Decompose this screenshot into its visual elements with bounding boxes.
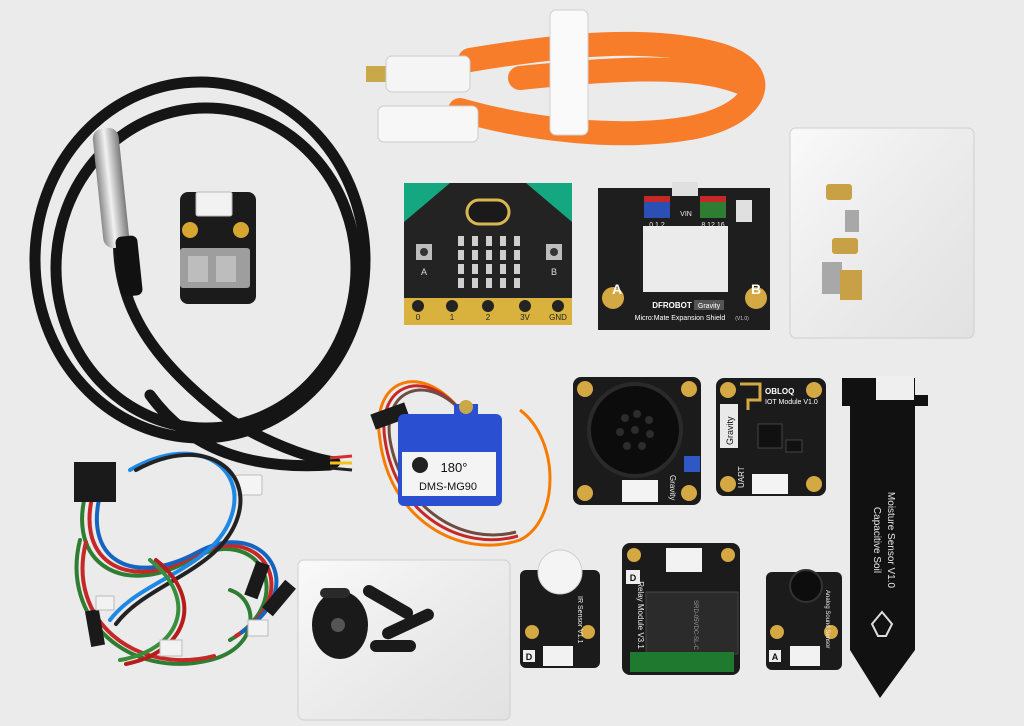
shield-brand-tag: Gravity — [698, 303, 721, 310]
shield-pins-left: 0 1 2 — [649, 222, 665, 229]
usb-connector-a — [377, 105, 479, 143]
steel-probe-tip — [92, 127, 130, 249]
microbit-button-a-label: A — [421, 267, 427, 277]
probe-heatshrink — [115, 235, 143, 297]
dupont-connectors — [74, 462, 296, 647]
pir-label: IR Sensor V1.1 — [576, 596, 583, 644]
iot-module: OBLOQ IOT Module V1.0 Gravity UART — [716, 378, 826, 496]
shield-version: (V1.0) — [735, 316, 749, 322]
relay-label: Relay Module V3.1 — [636, 581, 645, 649]
led-matrix — [458, 236, 520, 288]
probe-wire-ends — [329, 454, 353, 472]
servo-model: DMS-MG90 — [419, 481, 477, 493]
microbit-board: A B 0 1 2 3V GND — [404, 183, 572, 325]
relay-body — [645, 591, 739, 655]
relay-pin-tag: D — [630, 573, 637, 583]
servo-connector — [370, 402, 410, 430]
pin-label-1: 1 — [450, 313, 455, 322]
pin-label-3v: 3V — [520, 313, 530, 322]
pir-dome — [537, 549, 583, 595]
speaker-module: Gravity — [573, 377, 701, 505]
shield-side-a: A — [612, 281, 622, 297]
sound-label: Analog Sound Sensor — [824, 590, 830, 648]
servo-angle: 180° — [441, 460, 468, 475]
potentiometer — [684, 456, 700, 472]
cable-strap — [549, 9, 589, 136]
sound-pin-tag: A — [772, 652, 779, 662]
usb-connector-micro-housing — [385, 55, 471, 93]
shield-vin-label: VIN — [680, 211, 692, 218]
servo-horns-bag — [297, 559, 511, 721]
usb-connector-micro — [366, 66, 388, 82]
iot-uart-label: UART — [737, 466, 746, 488]
relay-module: SRD-05VDC-SL-C Relay Module V3.1 D — [622, 543, 740, 675]
moisture-label-line1: Capacitive Soil — [871, 507, 882, 573]
microbit-button-b-label: B — [551, 267, 557, 277]
gravity-plug-1 — [159, 639, 183, 657]
moisture-label-line2: Moisture Sensor V1.0 — [885, 492, 896, 589]
gravity-plug-2 — [247, 619, 269, 637]
speaker-side-label: Gravity — [668, 475, 677, 500]
shield-title: Micro:Mate Expansion Shield — [635, 315, 726, 322]
microphone — [789, 569, 823, 603]
relay-text: SRD-05VDC-SL-C — [692, 600, 698, 650]
iot-title: OBLOQ — [765, 387, 794, 396]
pir-pin-tag: D — [526, 652, 533, 662]
iot-side-label: Gravity — [725, 416, 735, 445]
terminal-adapter-board — [180, 191, 256, 304]
gravity-plug-3 — [95, 595, 115, 611]
expansion-shield: VIN 0 1 2 8 12 16 A B DFROBOT Gravity Mi… — [598, 182, 770, 330]
servo-wires — [377, 380, 552, 547]
iot-subtitle: IOT Module V1.0 — [765, 399, 818, 406]
shield-brand: DFROBOT — [652, 301, 692, 310]
micro-servo: 180° DMS-MG90 — [398, 400, 502, 506]
shield-pins-right: 8 12 16 — [701, 222, 724, 229]
pin-label-0: 0 — [416, 313, 421, 322]
moisture-sensor: Capacitive Soil Moisture Sensor V1.0 — [842, 376, 928, 698]
pin-label-2: 2 — [486, 313, 491, 322]
shield-side-b: B — [751, 281, 761, 297]
screws-bag — [789, 127, 975, 339]
pin-label-gnd: GND — [549, 313, 567, 322]
sound-sensor: Analog Sound Sensor A — [766, 569, 842, 670]
pir-sensor: IR Sensor V1.1 D — [520, 549, 600, 668]
jumper-cables — [74, 451, 279, 666]
temperature-probe-cable — [29, 76, 371, 472]
